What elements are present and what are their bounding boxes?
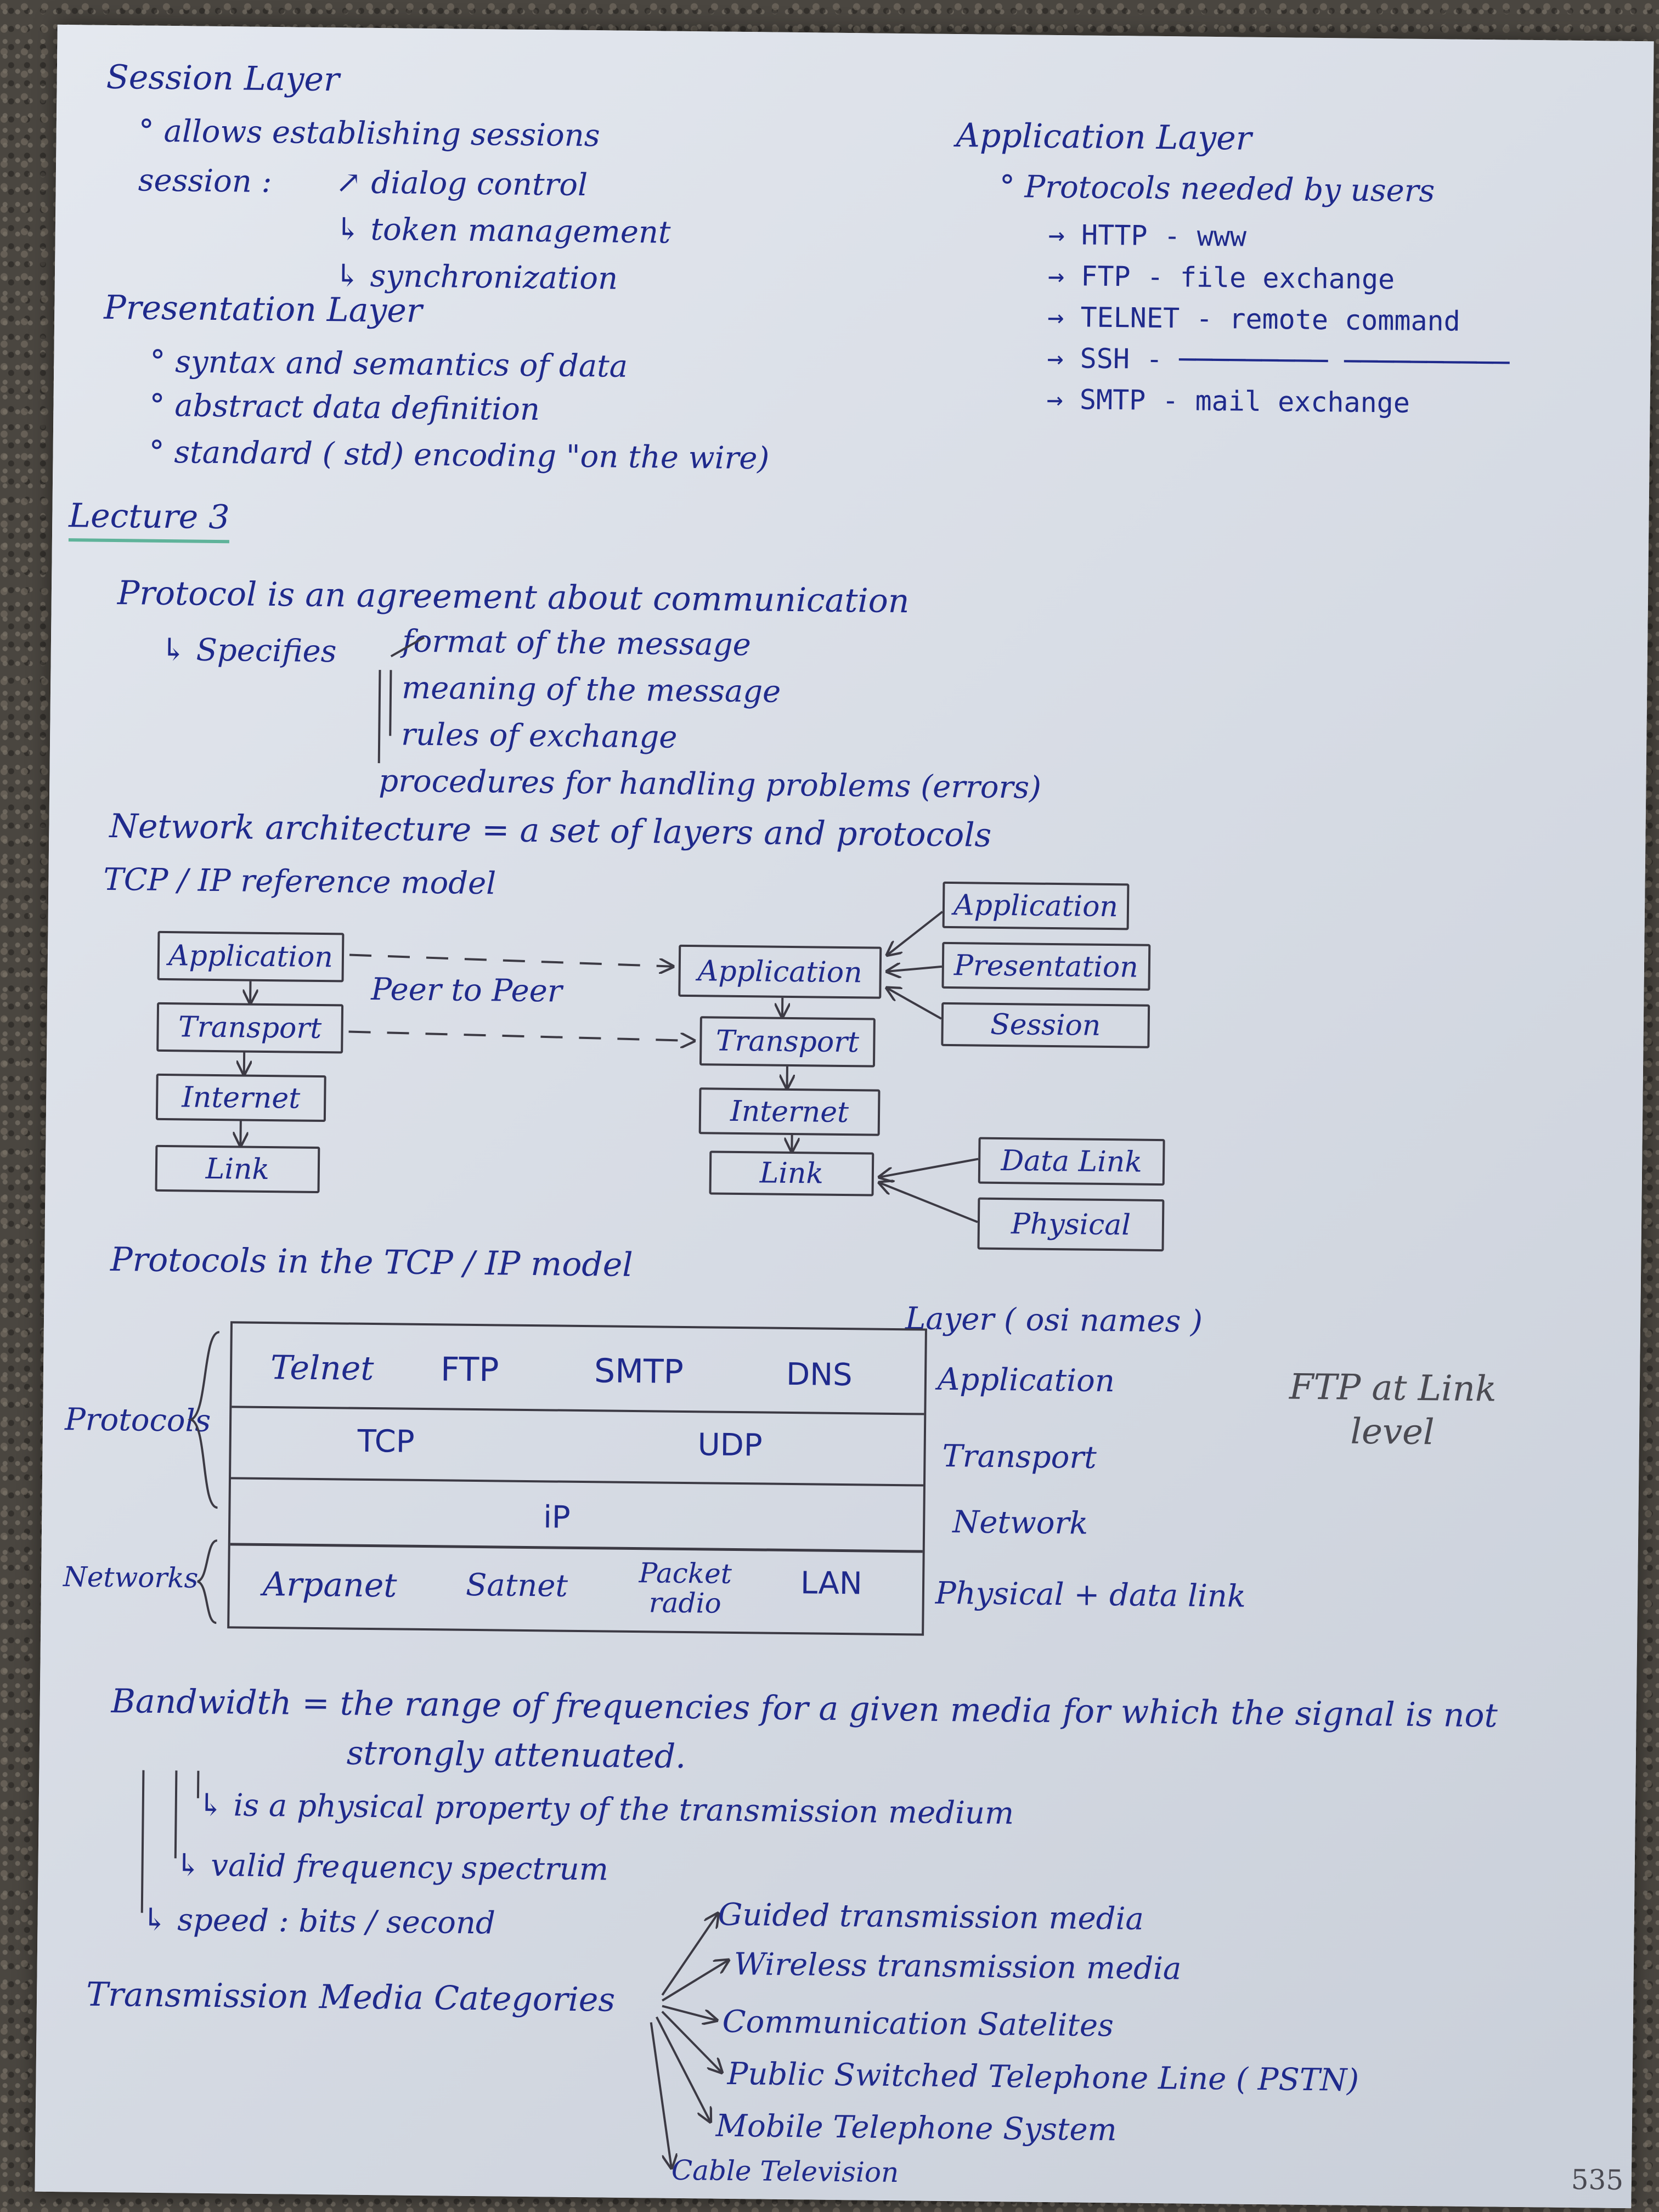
bandwidth-line-1 [140,1770,145,1913]
networks-brace [197,1539,218,1624]
osi-session-arrow [887,988,942,1020]
tm-arrow-1 [662,1960,729,2002]
osi-app-arrow [887,911,944,956]
spec-fan-2 [389,670,392,736]
tm-arrow-2 [662,2005,717,2021]
spec-fan-1 [377,670,381,764]
tm-arrow-4 [656,2016,712,2122]
bandwidth-line-3 [196,1770,200,1798]
connector-lines [140,636,979,2208]
notebook-page: Session Layer ° allows establishing sess… [35,24,1654,2209]
bandwidth-line-2 [174,1770,178,1859]
protocols-brace [187,1331,220,1509]
peer-arrow-transport [348,1030,694,1041]
tm-arrow-3 [661,2011,723,2073]
tm-arrow-5 [650,2022,673,2168]
spec-fan-0 [390,636,425,658]
osi-pres-arrow [887,966,943,972]
peer-arrow-application [349,953,673,967]
osi-physical-arrow [879,1183,978,1223]
osi-datalink-arrow [879,1158,979,1178]
tm-arrow-0 [661,1913,718,1996]
